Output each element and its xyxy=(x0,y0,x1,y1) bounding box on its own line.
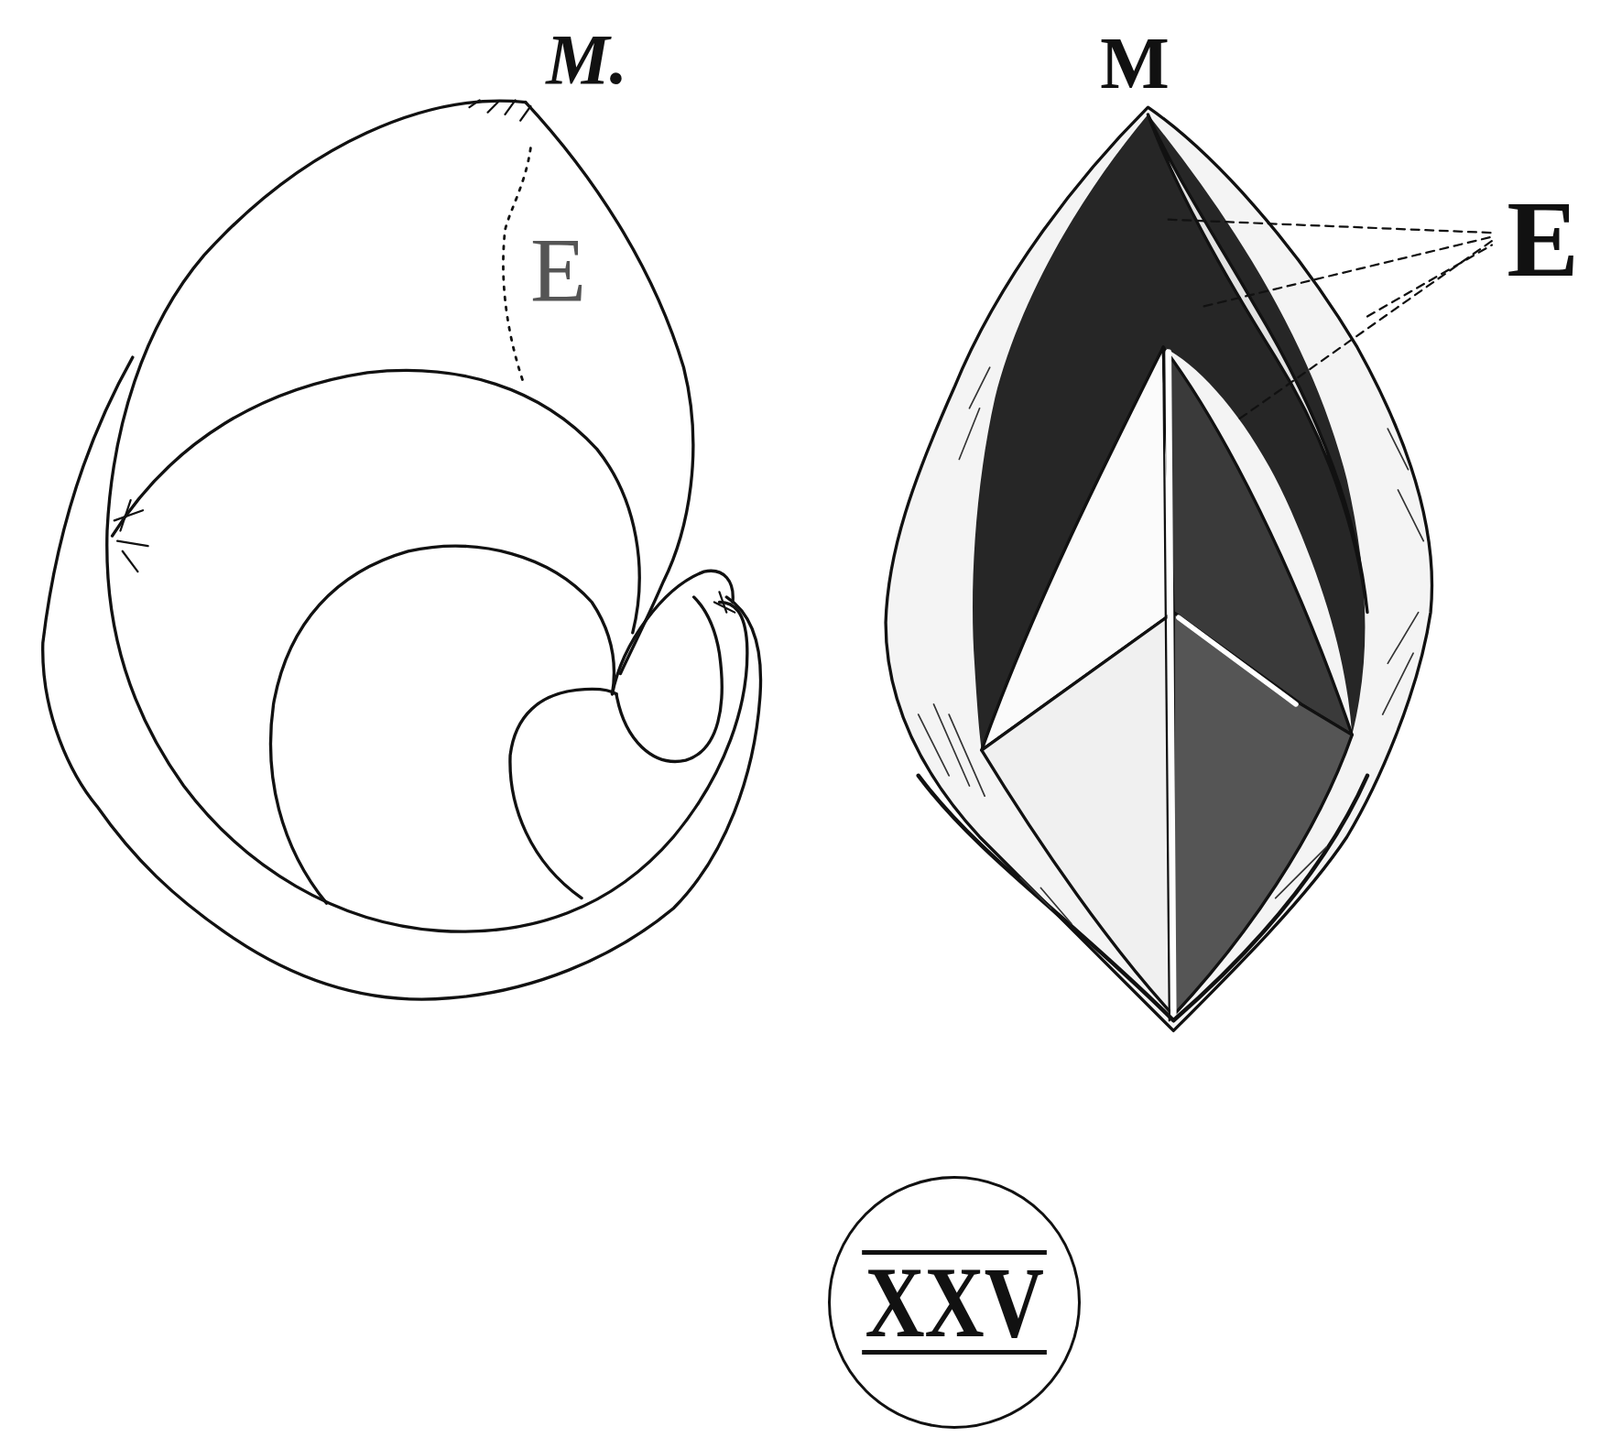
chamber xyxy=(611,570,733,694)
outer-flange xyxy=(43,357,762,1000)
part-letter: E xyxy=(1506,185,1579,294)
last-whorl xyxy=(107,100,748,932)
aperture-dotted-line xyxy=(502,148,531,381)
part-letter: M xyxy=(1099,26,1170,100)
plate-number: XXV xyxy=(861,1250,1047,1356)
outer-shell xyxy=(885,107,1432,1031)
chamber xyxy=(112,370,641,632)
lower-rim xyxy=(918,775,1368,1021)
chamber xyxy=(616,597,722,762)
last-whorl-front xyxy=(525,102,694,675)
texture-mark xyxy=(114,99,735,612)
part-letter: M. xyxy=(545,23,628,96)
chamber xyxy=(510,688,617,898)
hatching xyxy=(918,367,1425,924)
lower-face-right xyxy=(1173,612,1352,1016)
suture xyxy=(1178,617,1296,705)
part-letter: E xyxy=(530,224,587,316)
leader-line xyxy=(1168,219,1492,419)
chamber xyxy=(271,545,615,904)
central-ridge xyxy=(1163,347,1170,1021)
lower-face-left xyxy=(981,612,1174,1016)
plate-number-circle: XXV xyxy=(827,1175,1081,1429)
